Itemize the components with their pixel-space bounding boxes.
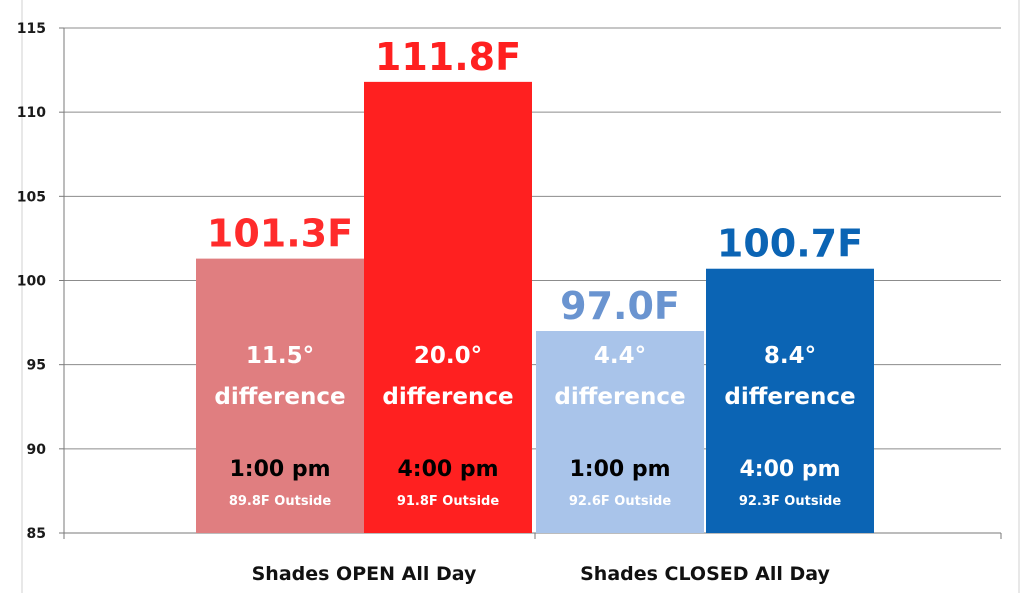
bar-time-label: 1:00 pm: [569, 457, 670, 482]
bar-time-label: 4:00 pm: [739, 457, 840, 482]
x-category-label: Shades CLOSED All Day: [580, 563, 830, 585]
bar-outside-temp: 92.3F Outside: [739, 494, 842, 509]
y-tick-label: 110: [17, 105, 46, 121]
y-tick-label: 100: [17, 274, 46, 290]
bar-difference-text: difference: [554, 384, 685, 410]
bar-value-label: 97.0F: [560, 284, 680, 328]
y-tick-label: 85: [27, 526, 46, 542]
bar: [196, 258, 364, 533]
bar-outside-temp: 89.8F Outside: [229, 494, 332, 509]
labels: 101.3F 11.5° difference 1:00 pm 89.8F Outsid…: [207, 35, 863, 585]
bar-value-label: 100.7F: [717, 222, 863, 266]
bar-difference-value: 20.0°: [414, 343, 482, 369]
bar-outside-temp: 91.8F Outside: [397, 494, 500, 509]
bar-time-label: 1:00 pm: [229, 457, 330, 482]
bar-time-label: 4:00 pm: [397, 457, 498, 482]
bar-difference-value: 4.4°: [594, 343, 646, 369]
bar-difference-text: difference: [724, 384, 855, 410]
bar-value-label: 101.3F: [207, 212, 353, 256]
bar-difference-value: 11.5°: [246, 343, 314, 369]
bar-difference-text: difference: [382, 384, 513, 410]
bar-outside-temp: 92.6F Outside: [569, 494, 672, 509]
bar-value-label: 111.8F: [375, 35, 521, 79]
y-tick-label: 105: [17, 189, 46, 205]
y-tick-label: 95: [27, 358, 46, 374]
bar: [364, 81, 532, 533]
y-tick-label: 115: [17, 21, 46, 37]
bar: [706, 268, 874, 533]
bar-difference-text: difference: [214, 384, 345, 410]
bar: [536, 331, 704, 533]
y-tick-label: 90: [27, 442, 47, 458]
bar-difference-value: 8.4°: [764, 343, 816, 369]
x-category-label: Shades OPEN All Day: [252, 563, 477, 585]
bars: [196, 81, 874, 533]
